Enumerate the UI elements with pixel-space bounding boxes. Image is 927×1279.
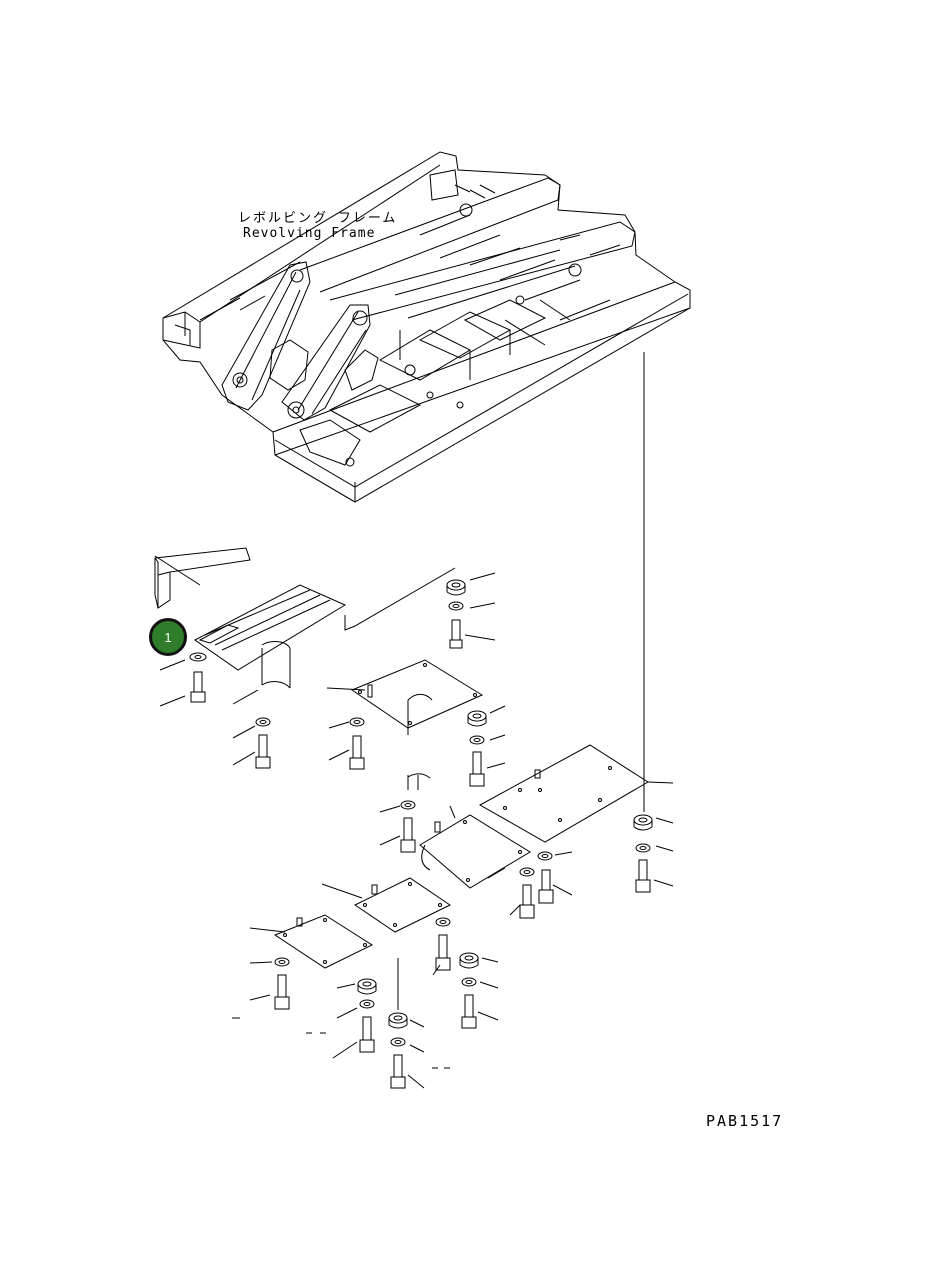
revolving-frame bbox=[163, 152, 690, 502]
cover-plate-3 bbox=[380, 801, 572, 918]
cover-plate-2 bbox=[327, 660, 505, 790]
cover-plate-assembly-1 bbox=[155, 548, 455, 706]
mount-group-a bbox=[447, 573, 495, 648]
cover-plate-5 bbox=[232, 915, 376, 1058]
frame-label-japanese: レボルビング フレーム bbox=[238, 211, 398, 226]
part-callout-1[interactable]: 1 bbox=[149, 618, 187, 656]
drawing-code: PAB1517 bbox=[706, 1112, 784, 1130]
bolt-set-left-1 bbox=[190, 653, 270, 768]
mount-group-bottom bbox=[389, 953, 498, 1088]
cover-plate-large bbox=[480, 745, 673, 892]
frame-label-english: Revolving Frame bbox=[243, 226, 376, 241]
callout-number: 1 bbox=[164, 629, 172, 645]
cover-plate-4 bbox=[322, 878, 450, 975]
